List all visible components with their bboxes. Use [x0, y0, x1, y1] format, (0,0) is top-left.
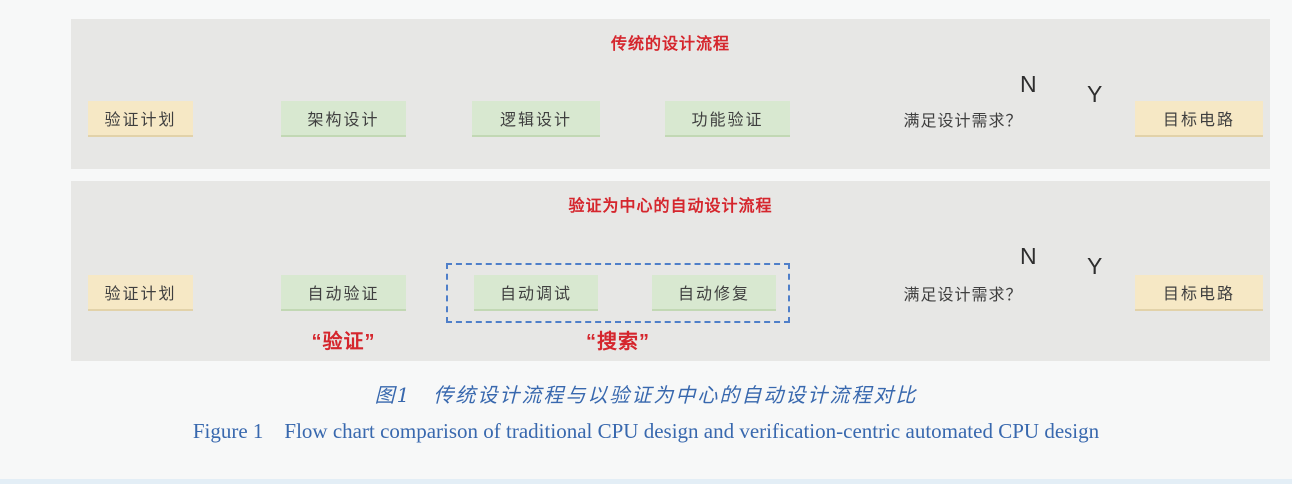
node-logic-design: 逻辑设计 — [472, 101, 600, 137]
branch-yes-label: Y — [1087, 81, 1103, 107]
panel-automated-flow: 验证为中心的自动设计流程 验证计划 自动验证 自动调试 自动修复 满足设计需求？… — [71, 181, 1270, 361]
branch-no-label: N — [1020, 71, 1037, 97]
node-auto-verification: 自动验证 — [281, 275, 406, 311]
node-auto-repair: 自动修复 — [652, 275, 776, 311]
node-architecture-design: 架构设计 — [281, 101, 406, 137]
annotation-verify: “验证” — [311, 331, 376, 353]
panel-traditional-flow: 传统的设计流程 验证计划 架构设计 逻辑设计 功能验证 满足设计需求？ 目标电路… — [71, 19, 1270, 169]
branch-yes-label: Y — [1087, 253, 1103, 279]
annotation-search: “搜索” — [586, 331, 650, 353]
figure-caption-english: Figure 1 Flow chart comparison of tradit… — [192, 419, 1100, 443]
decision-label-automated: 满足设计需求？ — [903, 287, 1023, 304]
branch-no-label: N — [1020, 243, 1037, 269]
decision-label-traditional: 满足设计需求？ — [903, 113, 1023, 130]
node-target-circuit: 目标电路 — [1135, 275, 1263, 311]
node-functional-verification: 功能验证 — [665, 101, 790, 137]
panel-title-automated: 验证为中心的自动设计流程 — [568, 198, 773, 215]
node-target-circuit: 目标电路 — [1135, 101, 1263, 137]
panel-title-traditional: 传统的设计流程 — [610, 36, 730, 53]
node-verification-plan: 验证计划 — [88, 275, 193, 311]
node-auto-debug: 自动调试 — [474, 275, 598, 311]
search-dashed-group — [446, 263, 790, 323]
bottom-divider-strip — [0, 479, 1292, 484]
node-verification-plan: 验证计划 — [88, 101, 193, 137]
figure-caption-chinese: 图1 传统设计流程与以验证为中心的自动设计流程对比 — [374, 383, 918, 407]
